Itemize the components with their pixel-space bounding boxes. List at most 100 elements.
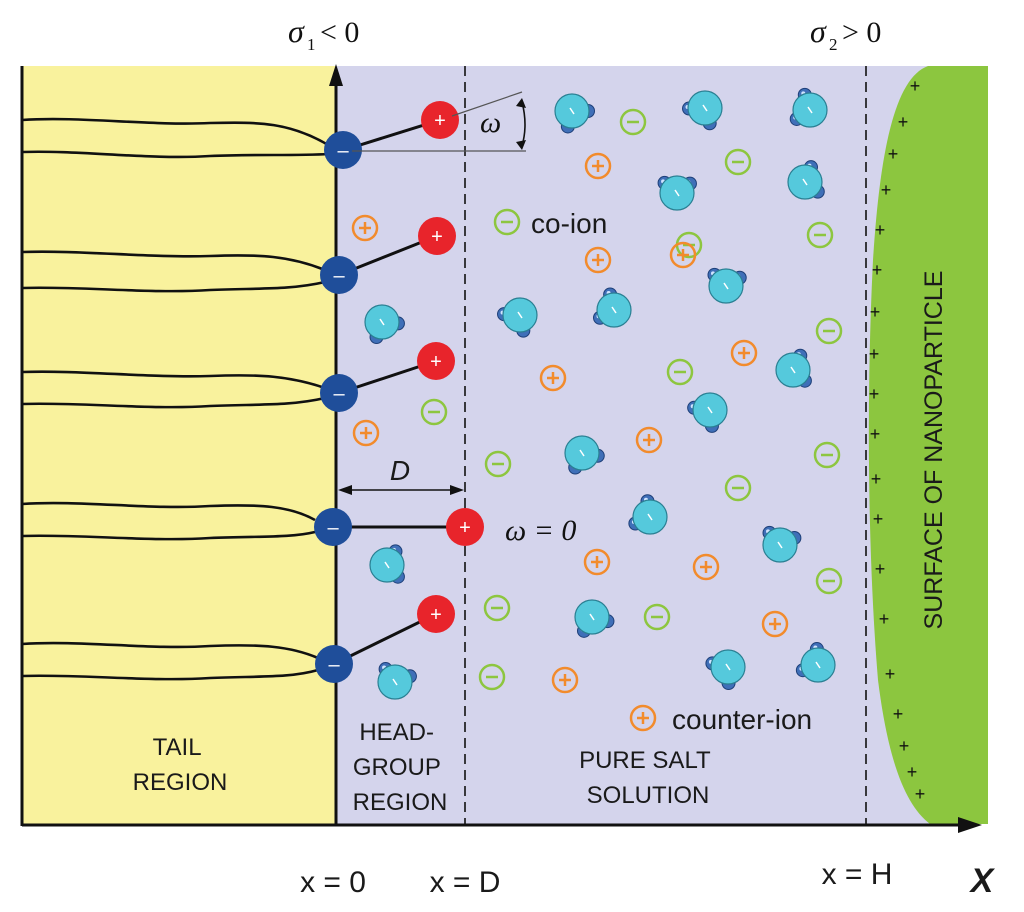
head-group-5: – + [315,595,455,683]
cation-head [418,217,456,255]
water-molecule [795,642,836,683]
counter-ion [351,214,379,242]
nanoparticle-surface [868,66,988,824]
surface-positive-charge: + [898,112,909,132]
minus-sign: – [328,654,340,676]
surface-positive-charge: + [869,344,880,364]
co-ion [806,221,834,249]
cation-head [421,101,459,139]
co-ion-label: co-ion [531,208,607,239]
co-ion [643,603,671,631]
water-molecule [705,649,746,690]
headgroup-region-label: HEAD- GROUP REGION [353,719,448,816]
water-molecule [657,175,697,211]
counter-ion [539,364,567,392]
counter-ion [761,610,789,638]
water-molecule [707,267,747,304]
co-ion-legend: co-ion [493,208,607,239]
co-ion [724,474,752,502]
co-ion [483,594,511,622]
head-group-1: – + [324,101,459,169]
plus-sign: + [434,110,446,132]
water-molecule [574,599,615,638]
surface-positive-charge: + [875,220,886,240]
plus-sign: + [430,604,442,626]
tail-region [22,66,336,824]
water-molecule [687,392,728,433]
anion-head [324,131,362,169]
water-molecule [787,160,825,200]
counter-ion [352,419,380,447]
sigma1-label: σ 1 < 0 [288,13,359,54]
svg-text:σ: σ [810,13,827,49]
co-ion [478,663,506,691]
anion-head [320,374,358,412]
cation-head [417,342,455,380]
surface-positive-charge: + [888,144,899,164]
surface-positive-charge: + [872,260,883,280]
co-ion [484,450,512,478]
water-molecule [789,87,828,128]
anion-head [315,645,353,683]
co-ion [815,567,843,595]
plus-sign: + [431,226,443,248]
water-molecule [497,297,538,338]
minus-sign: – [337,140,349,162]
svg-text:< 0: < 0 [320,16,359,49]
plus-sign: + [459,517,471,539]
water-molecule [554,93,595,134]
surface-positive-charge: + [899,736,910,756]
surface-positive-charge: + [907,762,918,782]
omega-label: ω [480,106,501,139]
nanoparticle-surface-label: SURFACE OF NANOPARTICLE [920,271,948,630]
water-molecules [364,87,836,700]
surface-positive-charge: + [873,509,884,529]
surface-positive-charge: + [870,424,881,444]
water-molecule [369,544,405,584]
minus-sign: – [327,517,339,539]
head-group-4: – + [314,508,484,546]
vertical-axis-arrow [329,64,343,86]
surface-positive-charge: + [879,609,890,629]
surface-positive-charge: + [893,704,904,724]
svg-text:> 0: > 0 [842,16,881,49]
co-ion [724,148,752,176]
anion-head [314,508,352,546]
water-molecule [364,304,405,345]
water-molecule [593,287,632,328]
surface-positive-charge: + [881,180,892,200]
water-molecule [564,435,605,475]
water-molecule [682,90,723,131]
head-group-2: – + [320,217,456,294]
cation-head [446,508,484,546]
surface-positive-charge: + [875,559,886,579]
svg-text:1: 1 [307,35,316,54]
x-axis-label: X [969,862,996,900]
co-ion [813,441,841,469]
lipid-tails [21,117,331,681]
svg-text:σ: σ [288,13,305,49]
co-ion [815,317,843,345]
counter-ion [635,426,663,454]
water-molecule [377,662,417,700]
surface-positive-charge: + [871,469,882,489]
omega-zero-label: ω = 0 [505,514,576,547]
surface-positive-charge: + [915,784,926,804]
anion-head [320,256,358,294]
sigma2-label: σ 2 > 0 [810,13,881,54]
d-label: D [390,455,410,486]
xH-label: x = H [822,858,893,891]
counter-ion [692,553,720,581]
surface-positive-charge: + [885,664,896,684]
minus-sign: – [333,383,345,405]
minus-sign: – [333,265,345,287]
counter-ion-label: counter-ion [672,704,812,735]
plus-sign: + [430,351,442,373]
co-ion [666,358,694,386]
counter-ion [584,152,612,180]
cation-head [417,595,455,633]
water-molecule [628,494,668,535]
surface-positive-charge: + [870,302,881,322]
counter-ion [584,246,612,274]
